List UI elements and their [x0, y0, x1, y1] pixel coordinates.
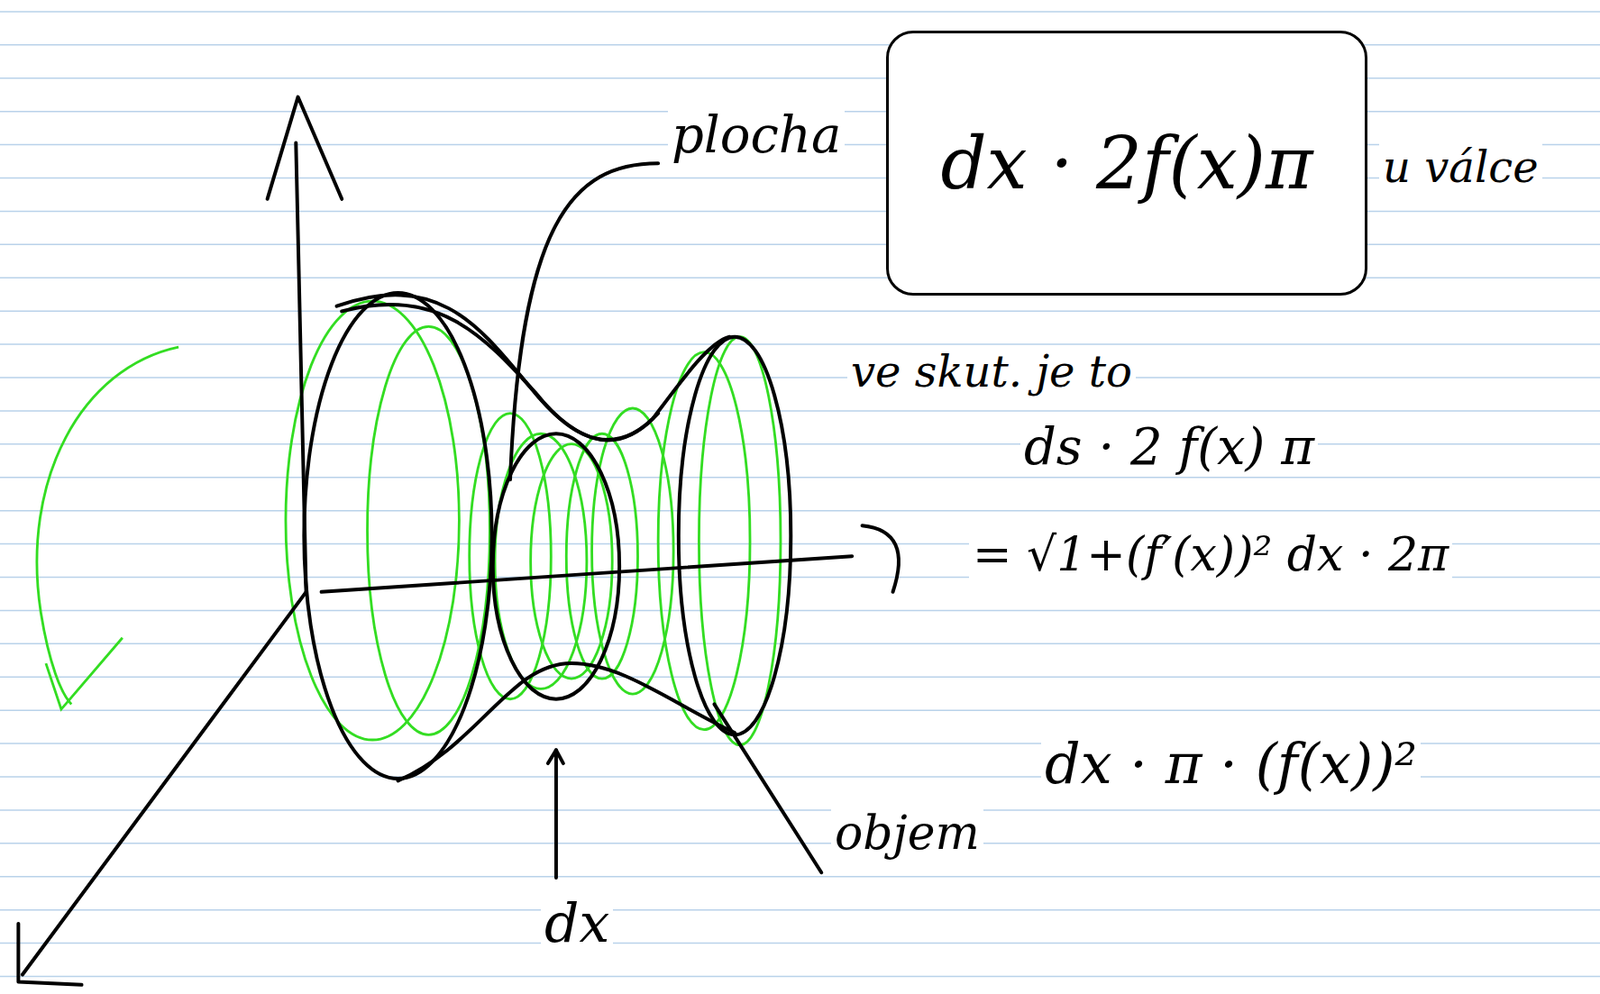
ruled-line [0, 909, 1600, 911]
x-arrowhead [862, 525, 899, 593]
ruled-paper [0, 11, 1600, 978]
y-arrowhead [267, 97, 343, 200]
handwritten-note: ds · 2 f(x) π [1020, 418, 1318, 476]
dx-arrowhead [548, 749, 564, 764]
ruled-line [0, 842, 1600, 844]
ruled-line [0, 610, 1600, 612]
rotation-arrowhead [45, 638, 123, 710]
black-sketch [18, 97, 899, 986]
ruled-line [0, 343, 1600, 345]
circle [530, 444, 613, 679]
handwritten-note: = √1+(f′(x))² dx · 2π [969, 528, 1453, 583]
formula-text: dx · 2f(x)π [940, 121, 1313, 206]
handwritten-note: dx [540, 892, 613, 955]
ruled-line [0, 10, 1600, 12]
volume-leader [713, 704, 822, 873]
ruled-line [0, 310, 1600, 311]
ruled-line [0, 709, 1600, 711]
handwritten-note: dx · π · (f(x))² [1041, 731, 1421, 796]
ruled-line [0, 876, 1600, 878]
ruled-line [0, 809, 1600, 811]
dx-leader [554, 749, 558, 878]
top-profile [341, 304, 659, 440]
top-profile [337, 294, 731, 440]
ruled-line [0, 510, 1600, 512]
rotation-arrow [36, 347, 179, 704]
z-axis [22, 592, 307, 976]
right-disc [678, 337, 792, 736]
circle [285, 301, 459, 741]
ruled-line [0, 942, 1600, 944]
handwritten-note: plocha [667, 106, 845, 165]
green-circles [36, 301, 781, 746]
bottom-profile [397, 663, 735, 781]
left-disc [303, 292, 492, 779]
circle [658, 352, 750, 731]
surface-leader [510, 163, 659, 480]
ruled-line [0, 476, 1600, 478]
circle [698, 337, 781, 746]
handwritten-note: u válce [1379, 142, 1543, 192]
handwritten-note: ve skut. je to [847, 347, 1136, 397]
ruled-line [0, 376, 1600, 378]
ruled-line [0, 976, 1600, 978]
ruled-line [0, 676, 1600, 678]
z-arrowhead [18, 923, 82, 986]
ruled-line [0, 410, 1600, 412]
formula-box: dx · 2f(x)π [886, 30, 1368, 296]
ruled-line [0, 443, 1600, 445]
handwritten-note: objem [831, 806, 984, 861]
x-axis [321, 556, 853, 593]
ruled-line [0, 643, 1600, 645]
